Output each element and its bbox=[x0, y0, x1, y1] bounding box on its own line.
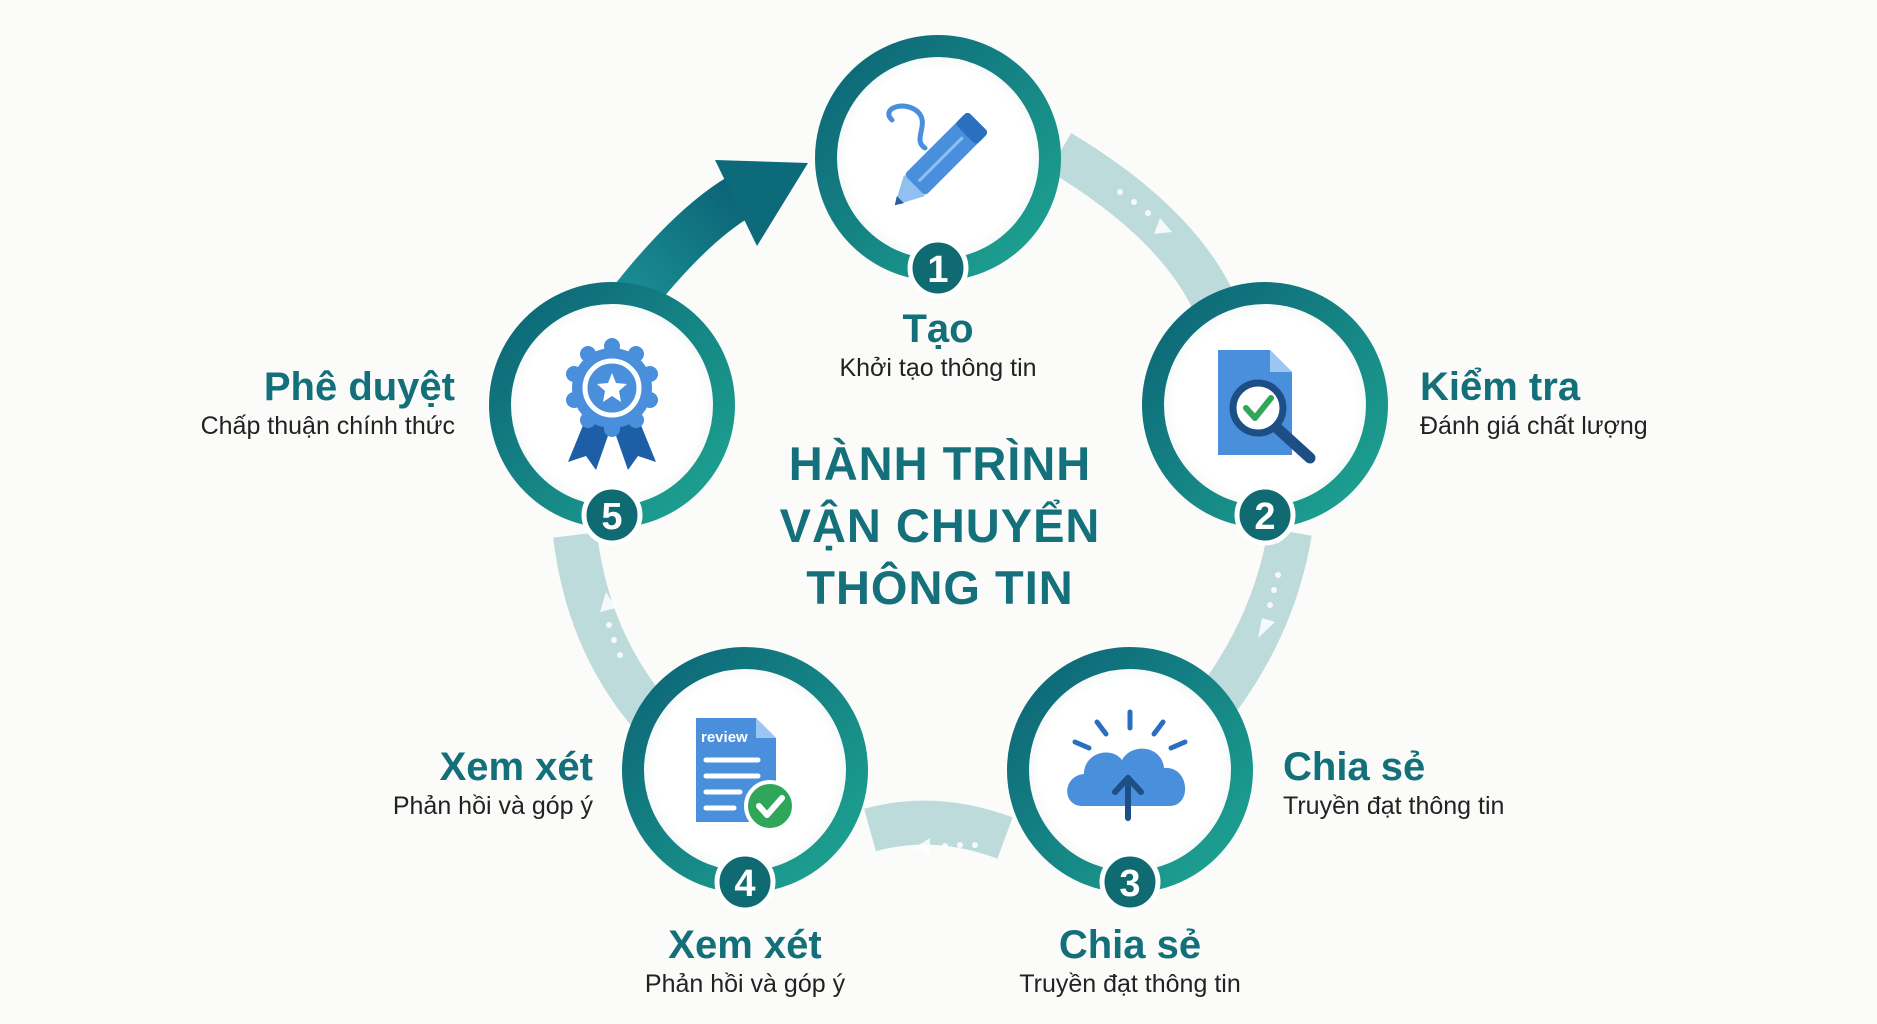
connector-dots bbox=[600, 189, 1281, 858]
step-badge-3 bbox=[1099, 851, 1161, 913]
pencil-icon bbox=[886, 103, 988, 206]
step-node-3[interactable]: 3 bbox=[1007, 647, 1253, 913]
step-badge-4 bbox=[714, 851, 776, 913]
connector-1-to-2 bbox=[1048, 133, 1243, 330]
step-1-label: Tạo Khởi tạo thông tin bbox=[788, 306, 1088, 384]
step-node-5[interactable]: 5 bbox=[489, 282, 735, 546]
review-document-check-icon: review bbox=[696, 718, 796, 832]
step-4-side-subtitle: Phản hồi và góp ý bbox=[392, 792, 593, 820]
step-3-subtitle: Truyền đạt thông tin bbox=[1019, 970, 1241, 998]
review-label: review bbox=[701, 729, 748, 746]
step-number-2: 2 bbox=[1254, 496, 1275, 538]
step-4-side-title: Xem xét bbox=[439, 745, 593, 789]
award-ribbon-icon bbox=[566, 338, 658, 470]
step-3-label: Chia sẻ Truyền đạt thông tin bbox=[980, 922, 1280, 1000]
step-number-5: 5 bbox=[601, 496, 622, 538]
step-3-title: Chia sẻ bbox=[1058, 923, 1202, 967]
step-badge-1 bbox=[907, 237, 969, 299]
step-4-subtitle: Phản hồi và góp ý bbox=[644, 970, 846, 998]
step-node-2[interactable]: 2 bbox=[1142, 282, 1388, 546]
step-4-side-label: Xem xét Phản hồi và góp ý bbox=[393, 744, 593, 822]
step-1-title: Tạo bbox=[902, 307, 974, 351]
diagram-title: HÀNH TRÌNH VẬN CHUYỂN THÔNG TIN bbox=[700, 433, 1180, 619]
step-4-title: Xem xét bbox=[668, 923, 822, 967]
step-5-subtitle: Chấp thuận chính thức bbox=[200, 412, 455, 440]
step-number-3: 3 bbox=[1119, 863, 1140, 905]
step-5-label: Phê duyệt Chấp thuận chính thức bbox=[201, 364, 455, 442]
step-badge-5 bbox=[581, 484, 643, 546]
step-number-1: 1 bbox=[927, 249, 948, 291]
step-node-4[interactable]: review 4 bbox=[622, 647, 868, 913]
step-3-side-title: Chia sẻ bbox=[1283, 745, 1426, 789]
step-3-side-label: Chia sẻ Truyền đạt thông tin bbox=[1283, 744, 1504, 822]
title-line-1: HÀNH TRÌNH bbox=[788, 437, 1092, 490]
step-2-title: Kiểm tra bbox=[1420, 365, 1581, 409]
step-5-title: Phê duyệt bbox=[263, 365, 455, 409]
step-badge-2 bbox=[1234, 484, 1296, 546]
step-3-side-subtitle: Truyền đạt thông tin bbox=[1283, 792, 1505, 820]
connector-3-to-4 bbox=[864, 800, 1013, 859]
cloud-upload-icon bbox=[1067, 709, 1188, 821]
step-2-subtitle: Đánh giá chất lượng bbox=[1420, 412, 1648, 440]
step-node-1[interactable]: 1 bbox=[815, 35, 1061, 299]
document-magnifier-check-icon bbox=[1218, 350, 1316, 464]
title-line-3: THÔNG TIN bbox=[806, 561, 1074, 614]
step-1-subtitle: Khởi tạo thông tin bbox=[839, 354, 1037, 382]
cycle-arrowhead bbox=[715, 160, 808, 246]
step-4-label: Xem xét Phản hồi và góp ý bbox=[595, 922, 895, 1000]
step-number-4: 4 bbox=[734, 863, 755, 905]
title-line-2: VẬN CHUYỂN bbox=[779, 499, 1101, 552]
step-2-label: Kiểm tra Đánh giá chất lượng bbox=[1420, 364, 1648, 442]
